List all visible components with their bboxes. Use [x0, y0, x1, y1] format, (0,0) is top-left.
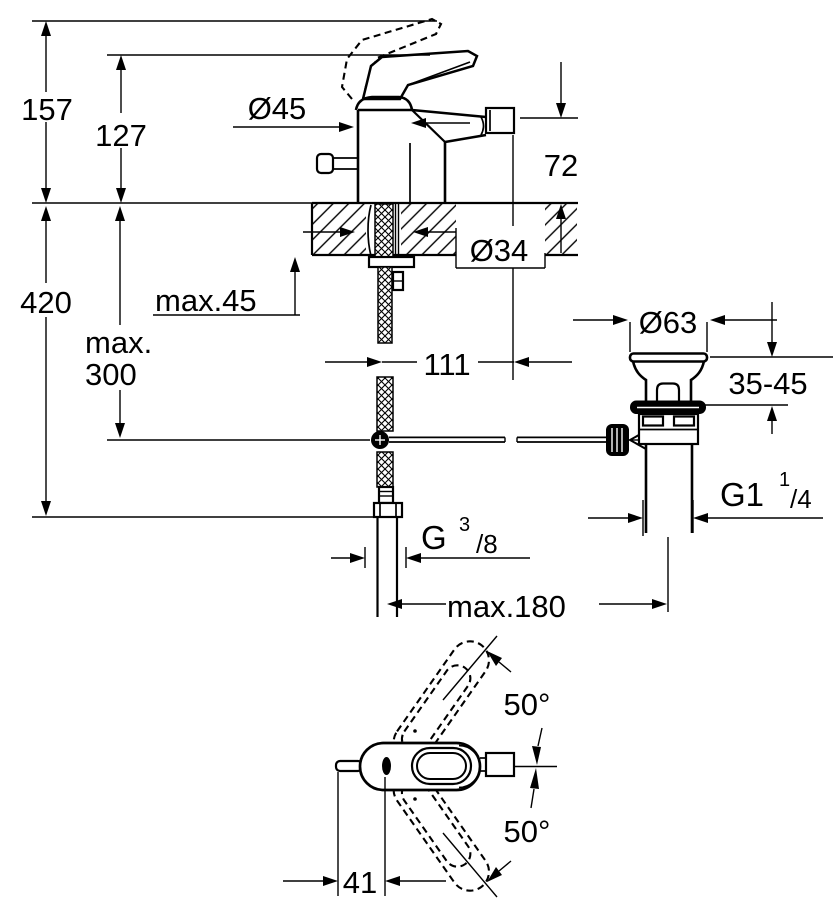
dim-50-upper: 50°	[504, 687, 551, 722]
lever-pin	[382, 757, 391, 775]
dim-d63: Ø63	[639, 305, 698, 340]
mounting-washer	[367, 255, 416, 269]
dim-111: 111	[423, 347, 470, 382]
dim-max180: max.180	[447, 589, 566, 624]
dim-35-45: 35-45	[728, 366, 807, 401]
dim-max300-line2: 300	[85, 357, 137, 392]
flex-hose-upper	[377, 266, 393, 344]
aerator-top-view	[484, 751, 516, 778]
dim-157: 157	[21, 92, 73, 127]
dim-41: 41	[343, 865, 377, 900]
dim-max45: max.45	[155, 283, 257, 318]
dim-g38-main: G	[421, 519, 447, 556]
pop-up-rod	[107, 436, 606, 443]
dim-g114-sub: /4	[790, 484, 812, 514]
dim-g38-sub: /8	[476, 529, 498, 559]
dimension-labels: 157 127 Ø45 72 420 max.45 max. 300 Ø34 1…	[20, 91, 812, 900]
dimension-lines	[32, 20, 833, 612]
faucet-top-view	[283, 635, 557, 898]
dim-max300-line1: max.	[85, 325, 152, 360]
pull-rod-top-view	[334, 759, 364, 773]
lever-handle	[361, 49, 479, 101]
hose-nut	[372, 501, 404, 519]
dim-d34: Ø34	[470, 233, 529, 268]
flex-hose-mid	[376, 376, 394, 432]
flex-hose-lower	[376, 451, 394, 488]
handle-grip-outline	[410, 746, 473, 786]
dim-72: 72	[544, 148, 578, 183]
pop-up-waste-assembly	[606, 352, 709, 533]
dim-127: 127	[95, 118, 147, 153]
threaded-shank	[374, 203, 394, 258]
shank-and-hoses	[367, 203, 416, 617]
dim-420: 420	[20, 285, 72, 320]
waste-flange	[628, 352, 709, 363]
dim-d45: Ø45	[248, 91, 307, 126]
countertop-section	[310, 201, 578, 269]
dim-g38-sup: 3	[459, 514, 470, 536]
dim-50-lower: 50°	[504, 814, 551, 849]
dim-g114-sup: 1	[779, 469, 790, 491]
faucet-side-view	[315, 17, 516, 203]
pull-rod-knob	[315, 152, 335, 175]
dim-g114-main: G1	[720, 476, 764, 513]
